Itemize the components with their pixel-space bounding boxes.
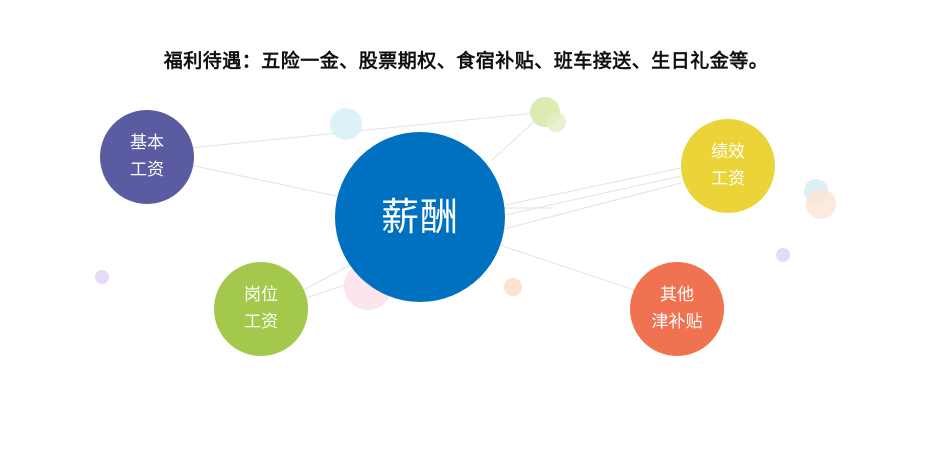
node-basic-wage: 基本 工资 [100,110,194,204]
node-label-line: 津补贴 [651,312,703,332]
node-other-allowance: 其他 津补贴 [630,262,724,356]
connector-line [499,244,641,293]
decorative-bubble [504,278,522,296]
connector-line [499,182,682,231]
connector-line [504,175,682,216]
decorative-bubble [95,270,109,284]
center-node-salary: 薪酬 [335,132,505,302]
connector-line [189,164,346,199]
decorative-bubble [546,112,566,132]
node-label-line: 工资 [244,312,278,332]
node-label-line: 岗位 [244,285,278,305]
connector-line [299,264,351,293]
decorative-bubble [806,189,836,219]
node-label-line: 其他 [660,285,694,305]
decorative-bubble [776,248,790,262]
node-label-line: 绩效 [711,142,745,162]
node-label-line: 工资 [130,160,164,180]
benefits-headline: 福利待遇：五险一金、股票期权、食宿补贴、班车接送、生日礼金等。 [163,50,769,72]
center-node-label: 薪酬 [380,195,459,239]
connector-line [504,167,682,206]
node-label-line: 基本 [130,133,164,153]
node-performance-wage: 绩效 工资 [681,119,775,213]
node-label-line: 工资 [711,169,745,189]
decorative-bubble [330,108,362,140]
node-position-wage: 岗位 工资 [214,262,308,356]
connector-line [189,111,546,149]
